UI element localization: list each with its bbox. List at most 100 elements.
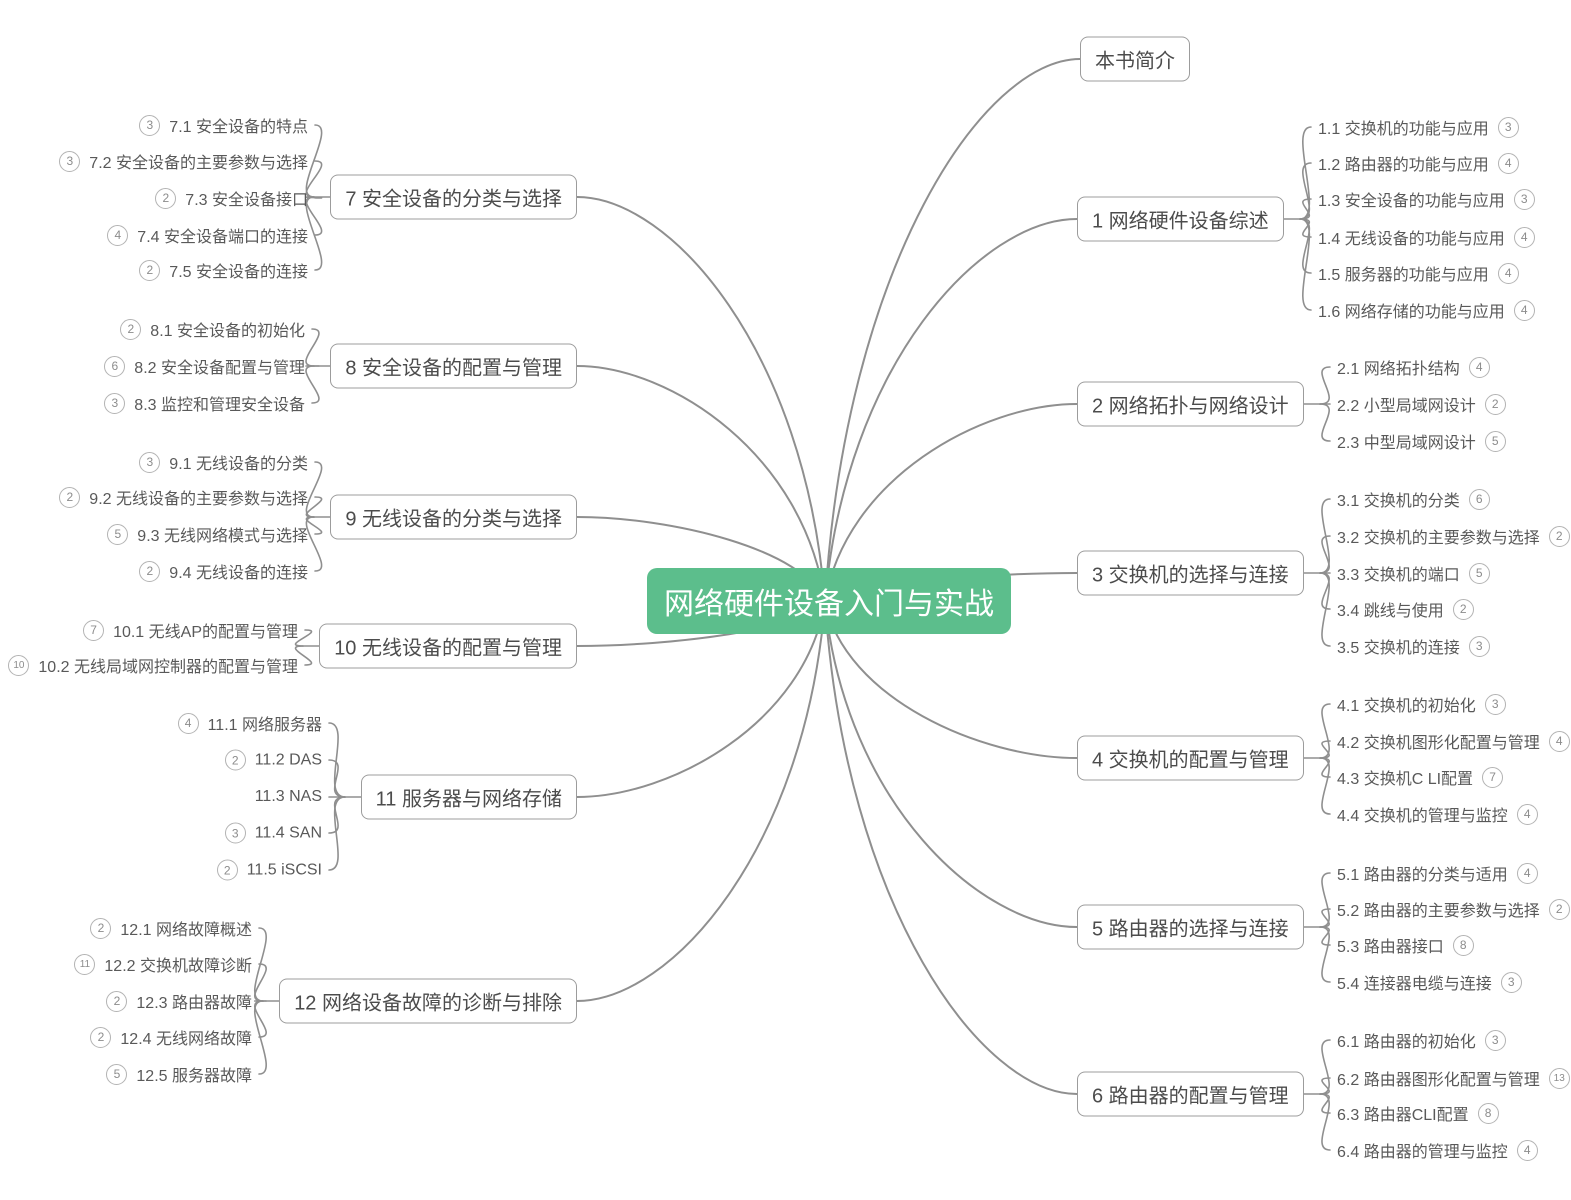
child-count-badge[interactable]: 2 (224, 749, 246, 771)
topic-chapter-10[interactable]: 10 无线设备的配置与管理 (319, 623, 577, 669)
child-count-badge[interactable]: 2 (1484, 393, 1506, 415)
child-count-badge[interactable]: 4 (177, 712, 199, 734)
child-count-badge[interactable]: 10 (8, 654, 30, 676)
child-count-badge[interactable]: 5 (1484, 430, 1506, 452)
child-count-badge[interactable]: 4 (1513, 226, 1535, 248)
child-count-badge[interactable]: 3 (59, 150, 81, 172)
child-count-badge[interactable]: 2 (90, 917, 112, 939)
child-count-badge[interactable]: 2 (120, 318, 142, 340)
topic-chapter-5[interactable]: 5 路由器的选择与连接 (1077, 904, 1304, 950)
child-count-badge[interactable]: 6 (104, 355, 126, 377)
child-count-badge[interactable]: 8 (1477, 1102, 1499, 1124)
child-count-badge[interactable]: 4 (1497, 262, 1519, 284)
child-count-badge[interactable]: 2 (59, 486, 81, 508)
child-count-badge[interactable]: 4 (1497, 152, 1519, 174)
child-count-badge[interactable]: 4 (1468, 356, 1490, 378)
child-count-badge[interactable]: 4 (1548, 730, 1570, 752)
child-count-badge[interactable]: 3 (1484, 1029, 1506, 1051)
child-count-badge[interactable]: 3 (139, 451, 161, 473)
child-count-badge[interactable]: 4 (1513, 299, 1535, 321)
subtopic-11-3[interactable]: 11.3 NAS (255, 788, 322, 806)
central-topic[interactable]: 网络硬件设备入门与实战 (647, 568, 1011, 634)
child-count-badge[interactable]: 3 (1513, 188, 1535, 210)
child-count-badge[interactable]: 7 (1482, 766, 1504, 788)
child-count-badge[interactable]: 11 (74, 953, 96, 975)
child-count-badge[interactable]: 3 (104, 392, 126, 414)
child-count-badge[interactable]: 7 (83, 619, 105, 641)
child-count-badge[interactable]: 2 (1548, 898, 1570, 920)
topic-chapter-12[interactable]: 12 网络设备故障的诊断与排除 (279, 978, 577, 1024)
child-count-badge[interactable]: 2 (106, 990, 128, 1012)
child-count-badge[interactable]: 4 (1516, 803, 1538, 825)
topic-chapter-8[interactable]: 8 安全设备的配置与管理 (330, 343, 577, 389)
topic-chapter-11[interactable]: 11 服务器与网络存储 (360, 774, 577, 820)
topic-chapter-1[interactable]: 1 网络硬件设备综述 (1077, 196, 1284, 242)
topic-chapter-2[interactable]: 2 网络拓扑与网络设计 (1077, 381, 1304, 427)
topic-chapter-3[interactable]: 3 交换机的选择与连接 (1077, 550, 1304, 596)
child-count-badge[interactable]: 2 (1452, 598, 1474, 620)
topic-chapter-4[interactable]: 4 交换机的配置与管理 (1077, 735, 1304, 781)
child-count-badge[interactable]: 4 (107, 224, 129, 246)
child-count-badge[interactable]: 3 (139, 114, 161, 136)
child-count-badge[interactable]: 5 (107, 523, 129, 545)
child-count-badge[interactable]: 6 (1468, 488, 1490, 510)
child-count-badge[interactable]: 3 (1468, 635, 1490, 657)
topic-chapter-7[interactable]: 7 安全设备的分类与选择 (330, 174, 577, 220)
child-count-badge[interactable]: 2 (1548, 525, 1570, 547)
child-count-badge[interactable]: 8 (1452, 934, 1474, 956)
child-count-badge[interactable]: 2 (90, 1026, 112, 1048)
child-count-badge[interactable]: 3 (1497, 116, 1519, 138)
topic-chapter-6[interactable]: 6 路由器的配置与管理 (1077, 1071, 1304, 1117)
child-count-badge[interactable]: 2 (139, 560, 161, 582)
child-count-badge[interactable]: 3 (1484, 693, 1506, 715)
child-count-badge[interactable]: 3 (224, 822, 246, 844)
